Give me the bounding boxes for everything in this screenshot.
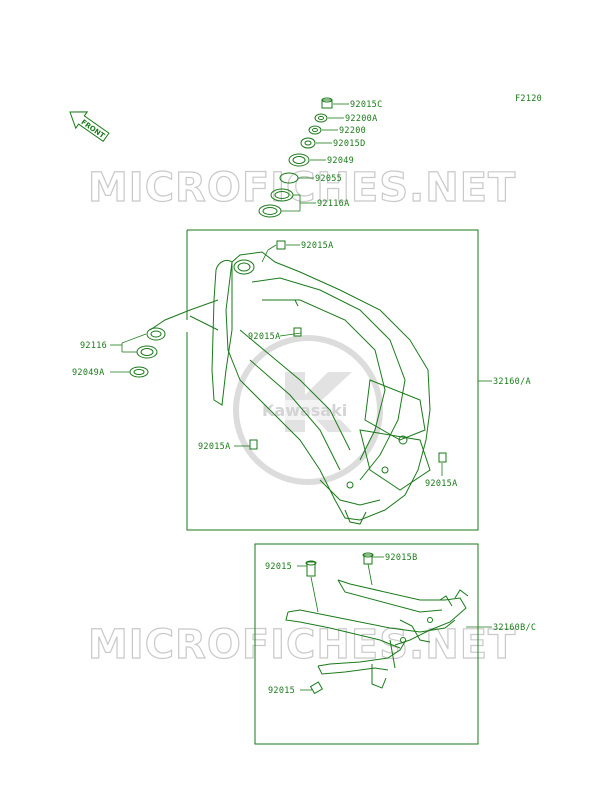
label-92015-low: 92015: [268, 686, 295, 696]
label-92055: 92055: [315, 174, 342, 184]
logo-text: Kawasaki: [262, 401, 347, 420]
label-92200: 92200: [339, 126, 366, 136]
label-92015C: 92015C: [350, 100, 383, 110]
label-92200A: 92200A: [345, 114, 378, 124]
frame-group-box: [186, 229, 479, 531]
label-92015A-left: 92015A: [198, 442, 231, 452]
top-leaders: [281, 103, 349, 212]
label-92049A: 92049A: [72, 368, 105, 378]
subframe: [285, 552, 469, 695]
label-92015A-top: 92015A: [301, 241, 334, 251]
label-92116: 92116: [80, 341, 107, 351]
label-92015A-right: 92015A: [425, 479, 458, 489]
label-92015: 92015: [265, 562, 292, 572]
lower-bearings: [110, 327, 166, 378]
diagram-code: F2120: [515, 94, 542, 104]
kawasaki-logo: Kawasaki: [233, 335, 383, 485]
label-32160A: 32160/A: [493, 377, 531, 387]
front-arrow-icon: FRONT: [69, 111, 110, 143]
steering-stem-stack: [258, 97, 333, 218]
frame-bolts: [234, 240, 447, 476]
label-92116A: 92116A: [317, 199, 350, 209]
main-frame: [149, 251, 431, 525]
subframe-group-box: [254, 543, 479, 745]
label-92015D: 92015D: [333, 139, 366, 149]
watermark-bottom: MICROFICHES.NET: [88, 622, 516, 668]
label-92049: 92049: [327, 156, 354, 166]
label-92015B: 92015B: [385, 553, 418, 563]
label-32160BC: 32160B/C: [493, 623, 536, 633]
label-92015A-mid: 92015A: [248, 332, 281, 342]
watermark-top: MICROFICHES.NET: [88, 165, 516, 211]
